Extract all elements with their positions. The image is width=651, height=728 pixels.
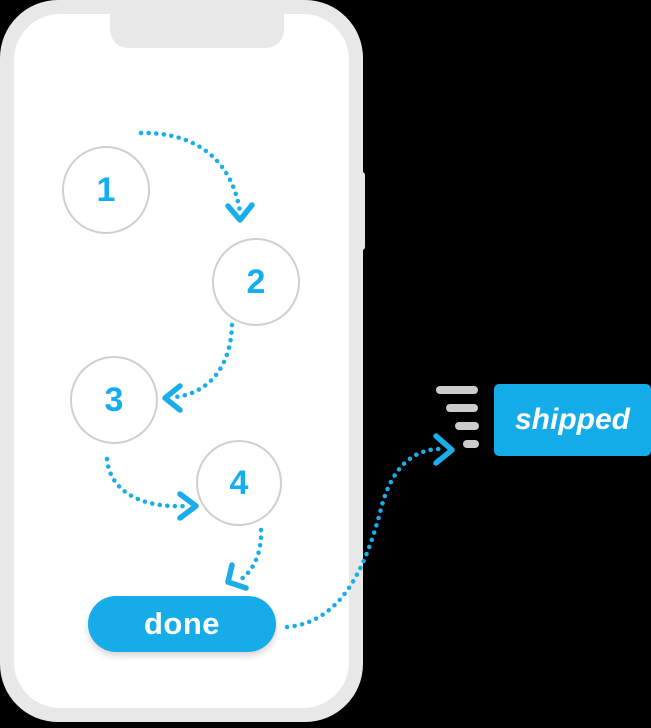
phone-power-button-icon[interactable] (360, 172, 365, 250)
step-circle-4-label: 4 (229, 464, 249, 502)
speed-line-1 (436, 386, 478, 394)
shipped-badge-label: shipped (514, 403, 630, 436)
step-circle-3-label: 3 (104, 381, 124, 419)
done-button-label: done (143, 606, 221, 641)
speed-line-4 (463, 440, 479, 448)
step-circle-4[interactable]: 4 (196, 440, 282, 526)
phone-notch (110, 14, 284, 48)
done-button[interactable]: done (88, 596, 276, 652)
speed-line-2 (446, 404, 478, 412)
step-circle-1[interactable]: 1 (62, 146, 150, 234)
step-circle-2[interactable]: 2 (212, 238, 300, 326)
step-circle-2-label: 2 (246, 263, 266, 301)
speed-line-3 (455, 422, 479, 430)
motion-speed-lines-icon (436, 386, 492, 448)
step-circle-1-label: 1 (96, 171, 116, 209)
shipped-badge[interactable]: shipped (494, 384, 651, 456)
step-circle-3[interactable]: 3 (70, 356, 158, 444)
